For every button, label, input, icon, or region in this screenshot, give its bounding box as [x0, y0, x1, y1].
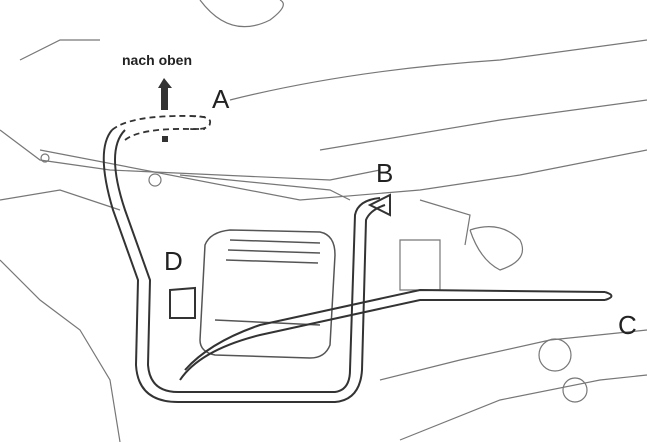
- label-c: C: [618, 310, 637, 340]
- crash-bar-tube: [102, 129, 613, 403]
- engine-cylinder-head: [199, 229, 336, 359]
- direction-arrow: [158, 78, 172, 142]
- label-a: A: [212, 84, 230, 114]
- direction-label: nach oben: [122, 52, 193, 68]
- label-b: B: [376, 158, 394, 188]
- label-d: D: [164, 246, 183, 276]
- dashed-upper-mount: [111, 115, 212, 141]
- bolt-marker: [162, 136, 168, 142]
